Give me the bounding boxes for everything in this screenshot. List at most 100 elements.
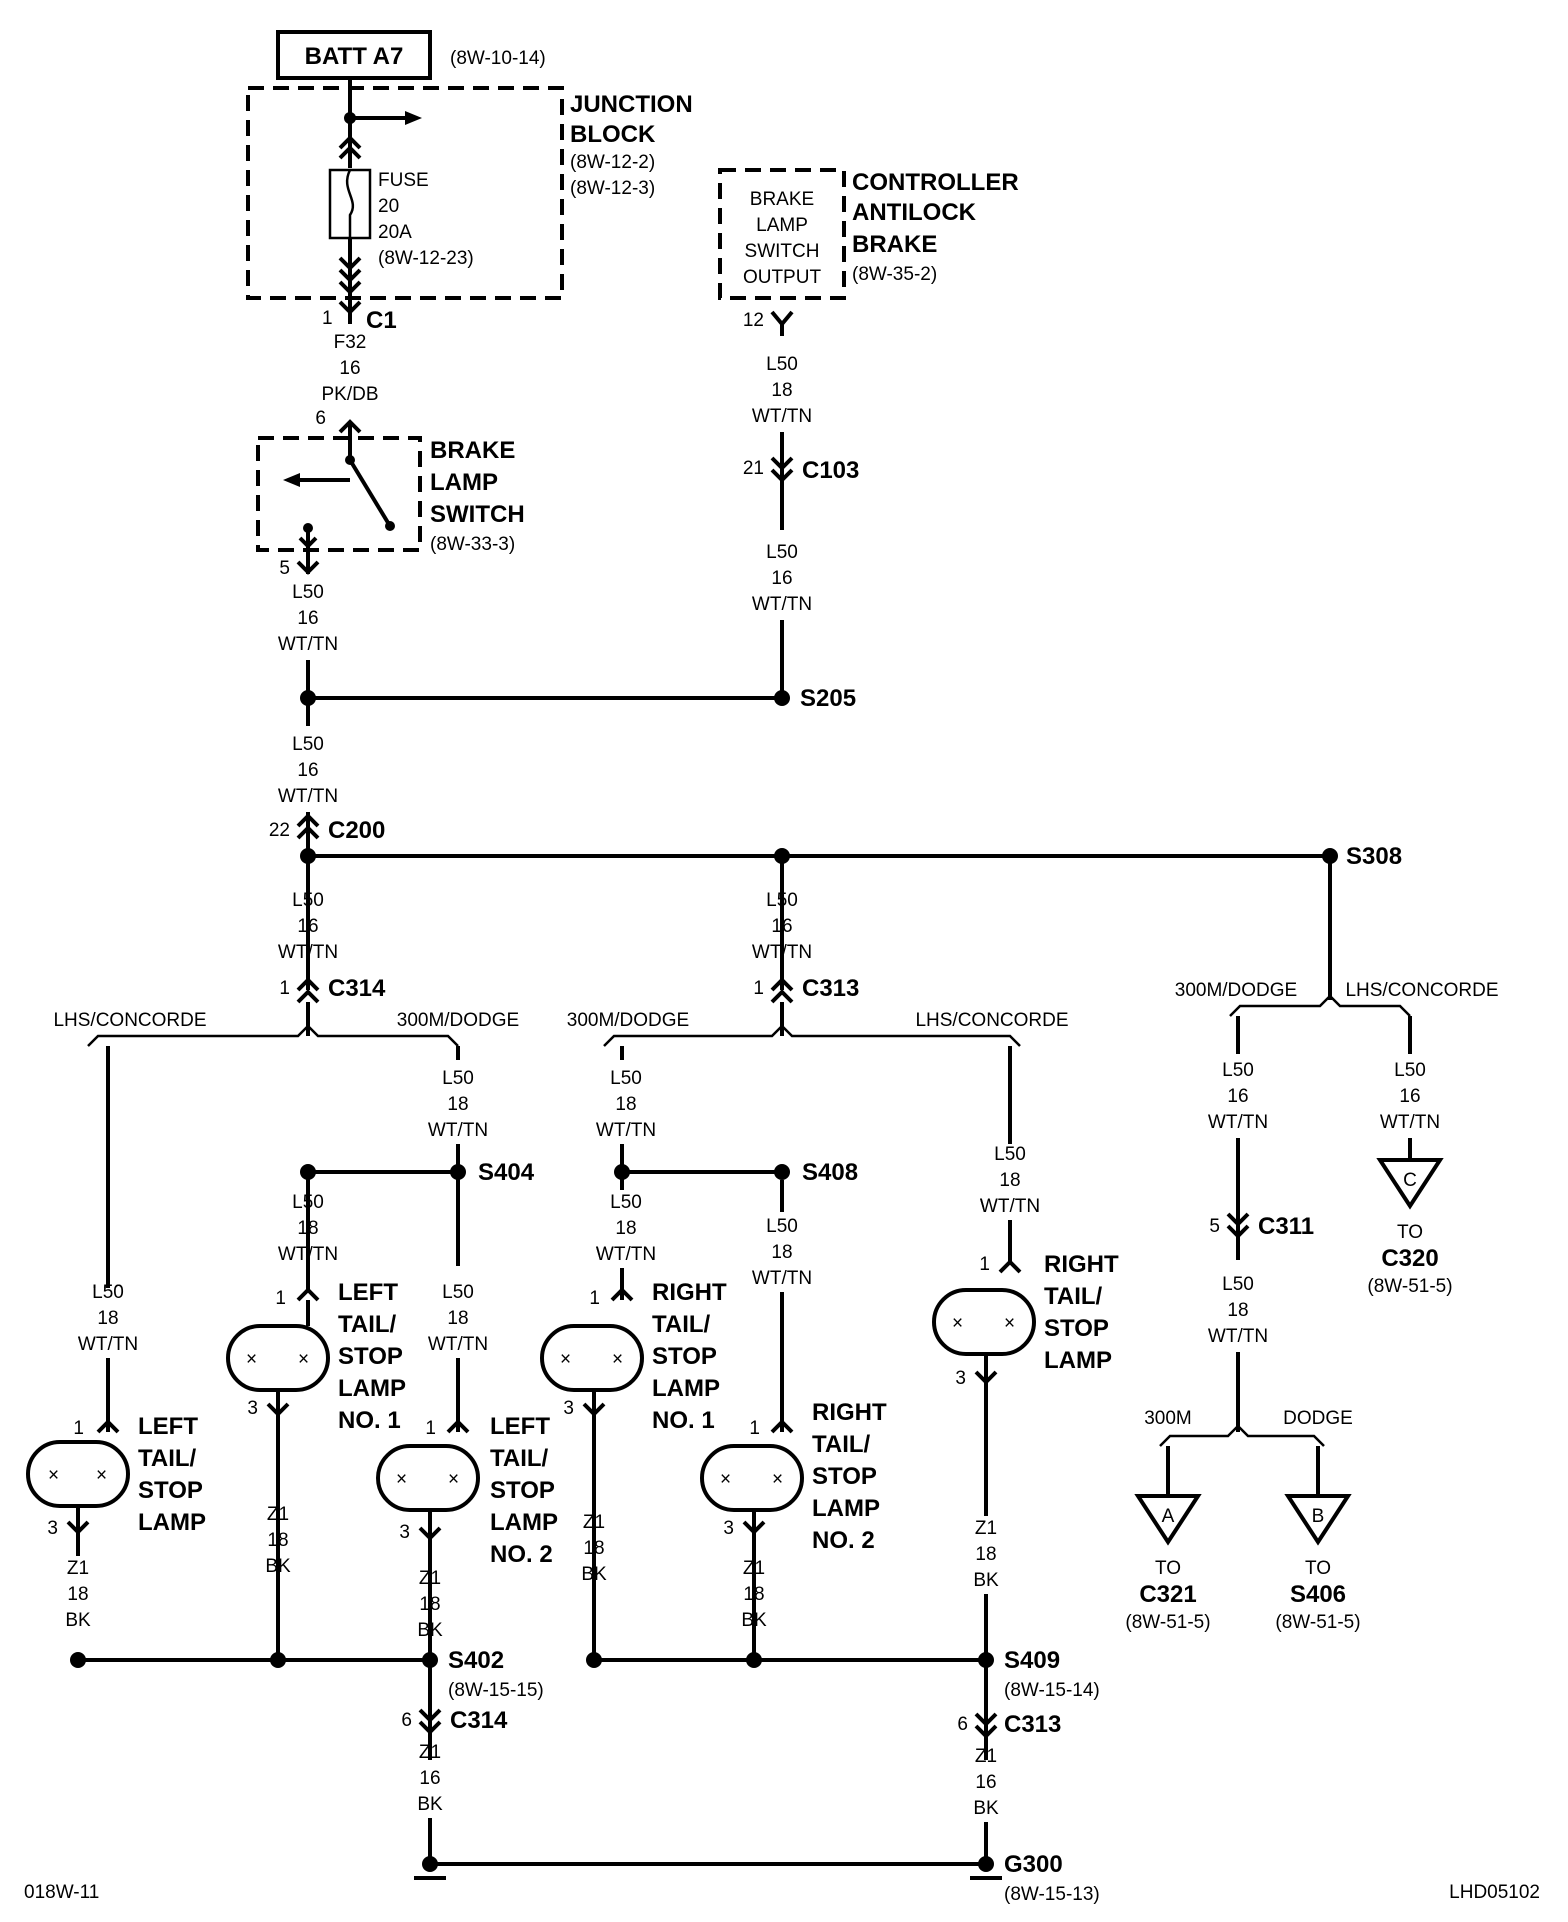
svg-text:×: ×	[952, 1313, 963, 1334]
ref-b-to: TO	[1305, 1558, 1331, 1579]
c313-top-pin: 1	[753, 978, 764, 999]
wire-label: WT/TN	[278, 942, 338, 963]
wire-label: 18	[267, 1530, 288, 1551]
wire-label: BK	[581, 1564, 607, 1585]
lamp-left-no2-title: NO. 2	[490, 1541, 553, 1568]
wire-label: L50	[610, 1192, 642, 1213]
branch-label: 300M	[1144, 1408, 1192, 1429]
c1-label: C1	[366, 307, 397, 334]
wire-label: 18	[447, 1094, 468, 1115]
splice-dot	[70, 1652, 86, 1668]
branch-label: DODGE	[1283, 1408, 1353, 1429]
wire-label: Z1	[419, 1568, 441, 1589]
lamp-left-no1-title: LAMP	[338, 1375, 406, 1402]
wire-label: 16	[771, 568, 792, 589]
wire-label: L50	[292, 582, 324, 603]
s308-label: S308	[1346, 843, 1402, 870]
lamp-left-no2-icon	[376, 1444, 480, 1512]
footer-left: 018W-11	[24, 1882, 99, 1903]
fuse-label: FUSE	[378, 170, 429, 191]
svg-text:×: ×	[560, 1349, 571, 1370]
ref-b-ref: (8W-51-5)	[1275, 1612, 1360, 1633]
splice-dot	[746, 1652, 762, 1668]
c314-bot-pin: 6	[401, 1710, 412, 1731]
fuse-rating: 20A	[378, 222, 412, 243]
lamp-right-no2-title: STOP	[812, 1463, 877, 1490]
lamp-pin-in: 1	[425, 1418, 436, 1439]
wire-label: Z1	[67, 1558, 89, 1579]
lamp-lhs-right-title: RIGHT	[1044, 1251, 1119, 1278]
wire-label: L50	[292, 1192, 324, 1213]
wire-label: L50	[766, 542, 798, 563]
wire-f32-gauge: 16	[339, 358, 360, 379]
brake-switch-title: BRAKE	[430, 437, 515, 464]
wire-label: 18	[67, 1584, 88, 1605]
wire-label: WT/TN	[596, 1120, 656, 1141]
junction-block-ref: (8W-12-2)	[570, 152, 655, 173]
c200-label: C200	[328, 817, 385, 844]
fuse-number: 20	[378, 196, 399, 217]
ref-c-letter: C	[1403, 1170, 1417, 1191]
brake-switch-pin-in: 6	[315, 408, 326, 429]
wire-label: L50	[766, 354, 798, 375]
splice-dot	[586, 1652, 602, 1668]
lamp-right-no2-title: RIGHT	[812, 1399, 887, 1426]
lamp-pin-in: 1	[749, 1418, 760, 1439]
svg-text:×: ×	[96, 1465, 107, 1486]
lamp-right-no2-title: TAIL/	[812, 1431, 871, 1458]
wire-label: BK	[741, 1610, 767, 1631]
batt-ref: (8W-10-14)	[450, 48, 546, 69]
wire-label: WT/TN	[278, 786, 338, 807]
fuse-ref: (8W-12-23)	[378, 248, 474, 269]
wire-label: WT/TN	[752, 406, 812, 427]
wire-label: WT/TN	[980, 1196, 1040, 1217]
off-page-ref-b-icon	[1284, 1494, 1352, 1546]
c314-bot-label: C314	[450, 1707, 508, 1734]
wire-label: WT/TN	[1380, 1112, 1440, 1133]
ref-c-to: TO	[1397, 1222, 1423, 1243]
wire-label: 18	[419, 1594, 440, 1615]
wire-label: Z1	[267, 1504, 289, 1525]
brake-switch-pin-out: 5	[279, 558, 290, 579]
branch-label: 300M/DODGE	[1175, 980, 1297, 1001]
svg-text:×: ×	[720, 1469, 731, 1490]
wire-label: WT/TN	[278, 634, 338, 655]
s409-label: S409	[1004, 1647, 1060, 1674]
ref-a-target: C321	[1139, 1581, 1196, 1608]
c103-label: C103	[802, 457, 859, 484]
wire-label: L50	[92, 1282, 124, 1303]
lamp-lhs-left-title: LEFT	[138, 1413, 198, 1440]
lamp-right-no2-title: NO. 2	[812, 1527, 875, 1554]
splice-dot	[774, 690, 790, 706]
wire-label: 18	[771, 1242, 792, 1263]
s408-label: S408	[802, 1159, 858, 1186]
branch-label: LHS/CONCORDE	[1345, 980, 1498, 1001]
lamp-lhs-left-icon	[26, 1440, 130, 1508]
wire-label: 16	[297, 916, 318, 937]
lamp-right-no1-title: RIGHT	[652, 1279, 727, 1306]
svg-text:×: ×	[298, 1349, 309, 1370]
brake-switch-box	[256, 436, 422, 552]
wire-label: L50	[1394, 1060, 1426, 1081]
g300-ref: (8W-15-13)	[1004, 1884, 1100, 1905]
c311-label: C311	[1258, 1213, 1314, 1240]
wire-label: WT/TN	[752, 942, 812, 963]
lamp-lhs-left-title: STOP	[138, 1477, 203, 1504]
lamp-lhs-right-title: STOP	[1044, 1315, 1109, 1342]
wire-label: Z1	[975, 1518, 997, 1539]
wire-label: Z1	[583, 1512, 605, 1533]
lamp-left-no2-title: TAIL/	[490, 1445, 549, 1472]
wire-label: Z1	[419, 1742, 441, 1763]
lamp-pin-in: 1	[589, 1288, 600, 1309]
lamp-right-no1-title: TAIL/	[652, 1311, 711, 1338]
wire-label: BK	[417, 1620, 443, 1641]
wire-label: L50	[442, 1282, 474, 1303]
off-page-ref-c-icon	[1376, 1158, 1444, 1210]
lamp-pin-in: 1	[73, 1418, 84, 1439]
wire-label: 16	[297, 608, 318, 629]
lamp-left-no1-title: TAIL/	[338, 1311, 397, 1338]
c313-bot-pin: 6	[957, 1714, 968, 1735]
wire-label: BK	[265, 1556, 291, 1577]
wire-label: L50	[1222, 1274, 1254, 1295]
branch-label: 300M/DODGE	[397, 1010, 519, 1031]
